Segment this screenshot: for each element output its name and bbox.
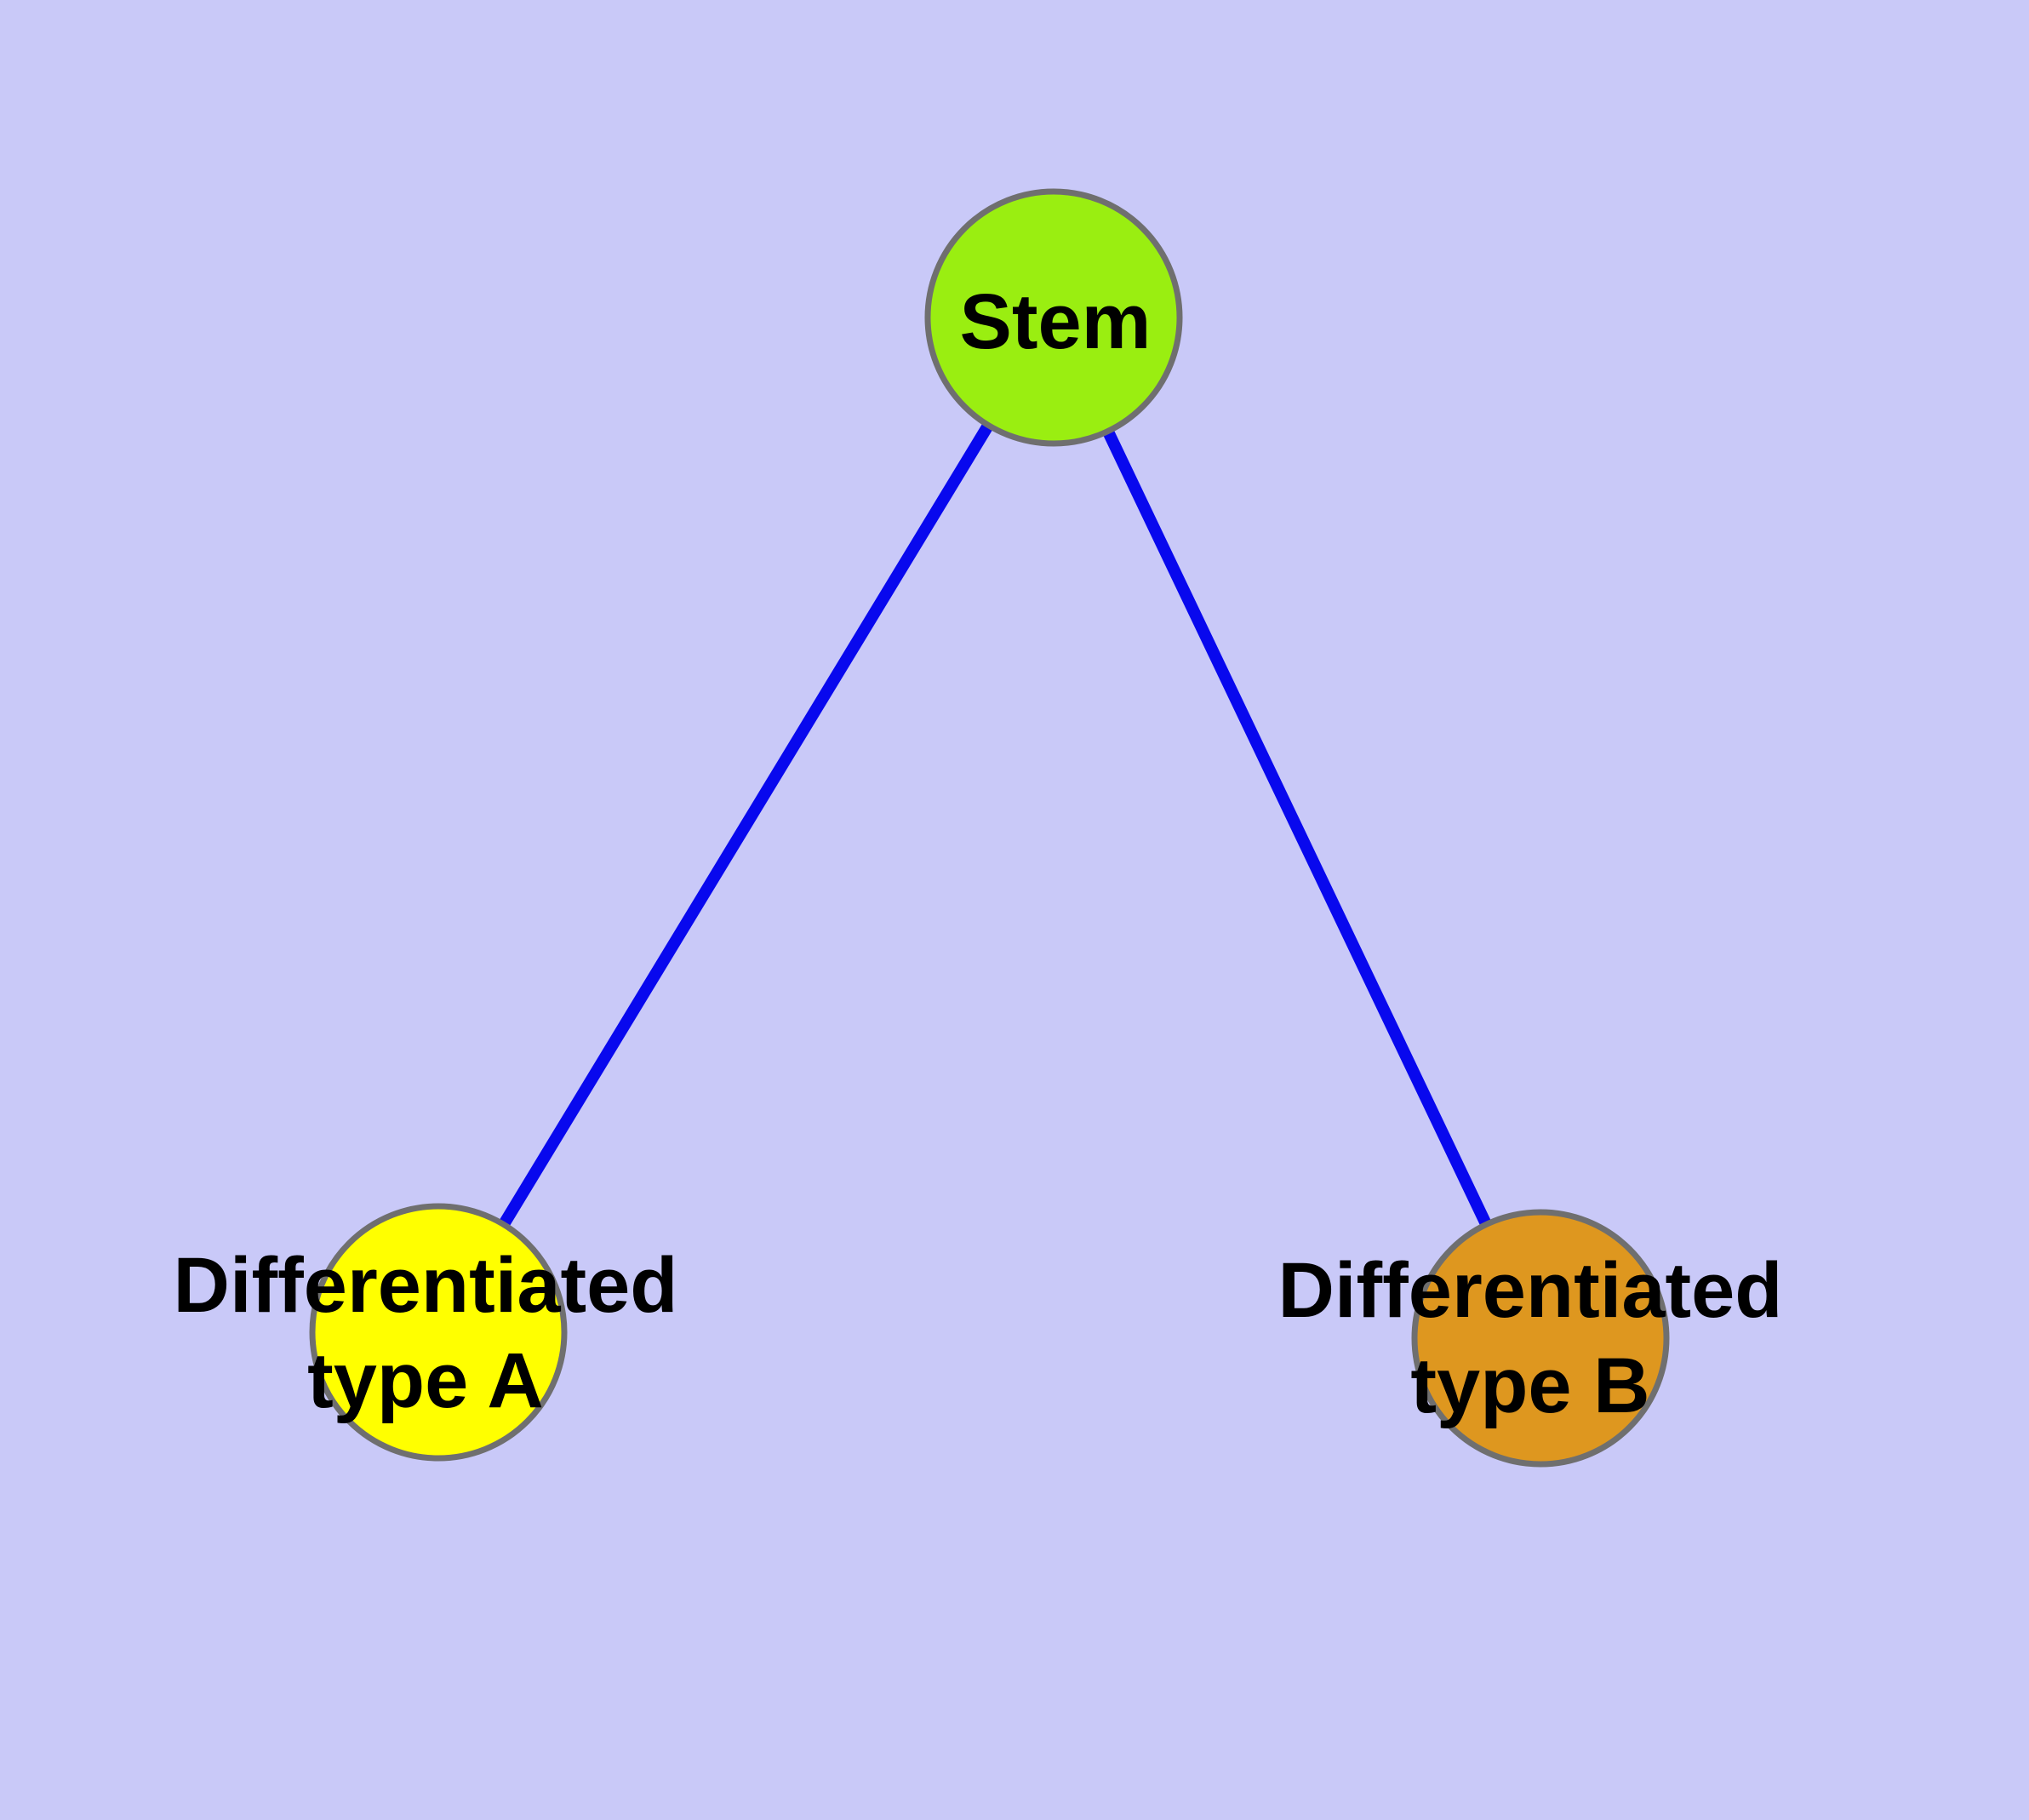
node-stem-label: Stem: [959, 278, 1152, 365]
edge-stem-to-type-a: [433, 314, 1059, 1336]
node-type-a-label: Differentiated type A: [174, 1238, 678, 1428]
node-type-b-label-line1: Differentiated: [1277, 1247, 1783, 1334]
node-type-b-label: Differentiated type B: [1278, 1243, 1783, 1434]
node-type-a-label-line2: type A: [307, 1337, 544, 1424]
node-stem: [924, 188, 1183, 447]
node-type-a-label-line1: Differentiated: [173, 1242, 678, 1329]
node-type-b-label-line2: type B: [1410, 1342, 1650, 1429]
node-differentiated-type-b: [1411, 1209, 1670, 1468]
node-differentiated-type-a: [309, 1203, 568, 1462]
edge-stem-to-type-b: [1048, 314, 1546, 1342]
